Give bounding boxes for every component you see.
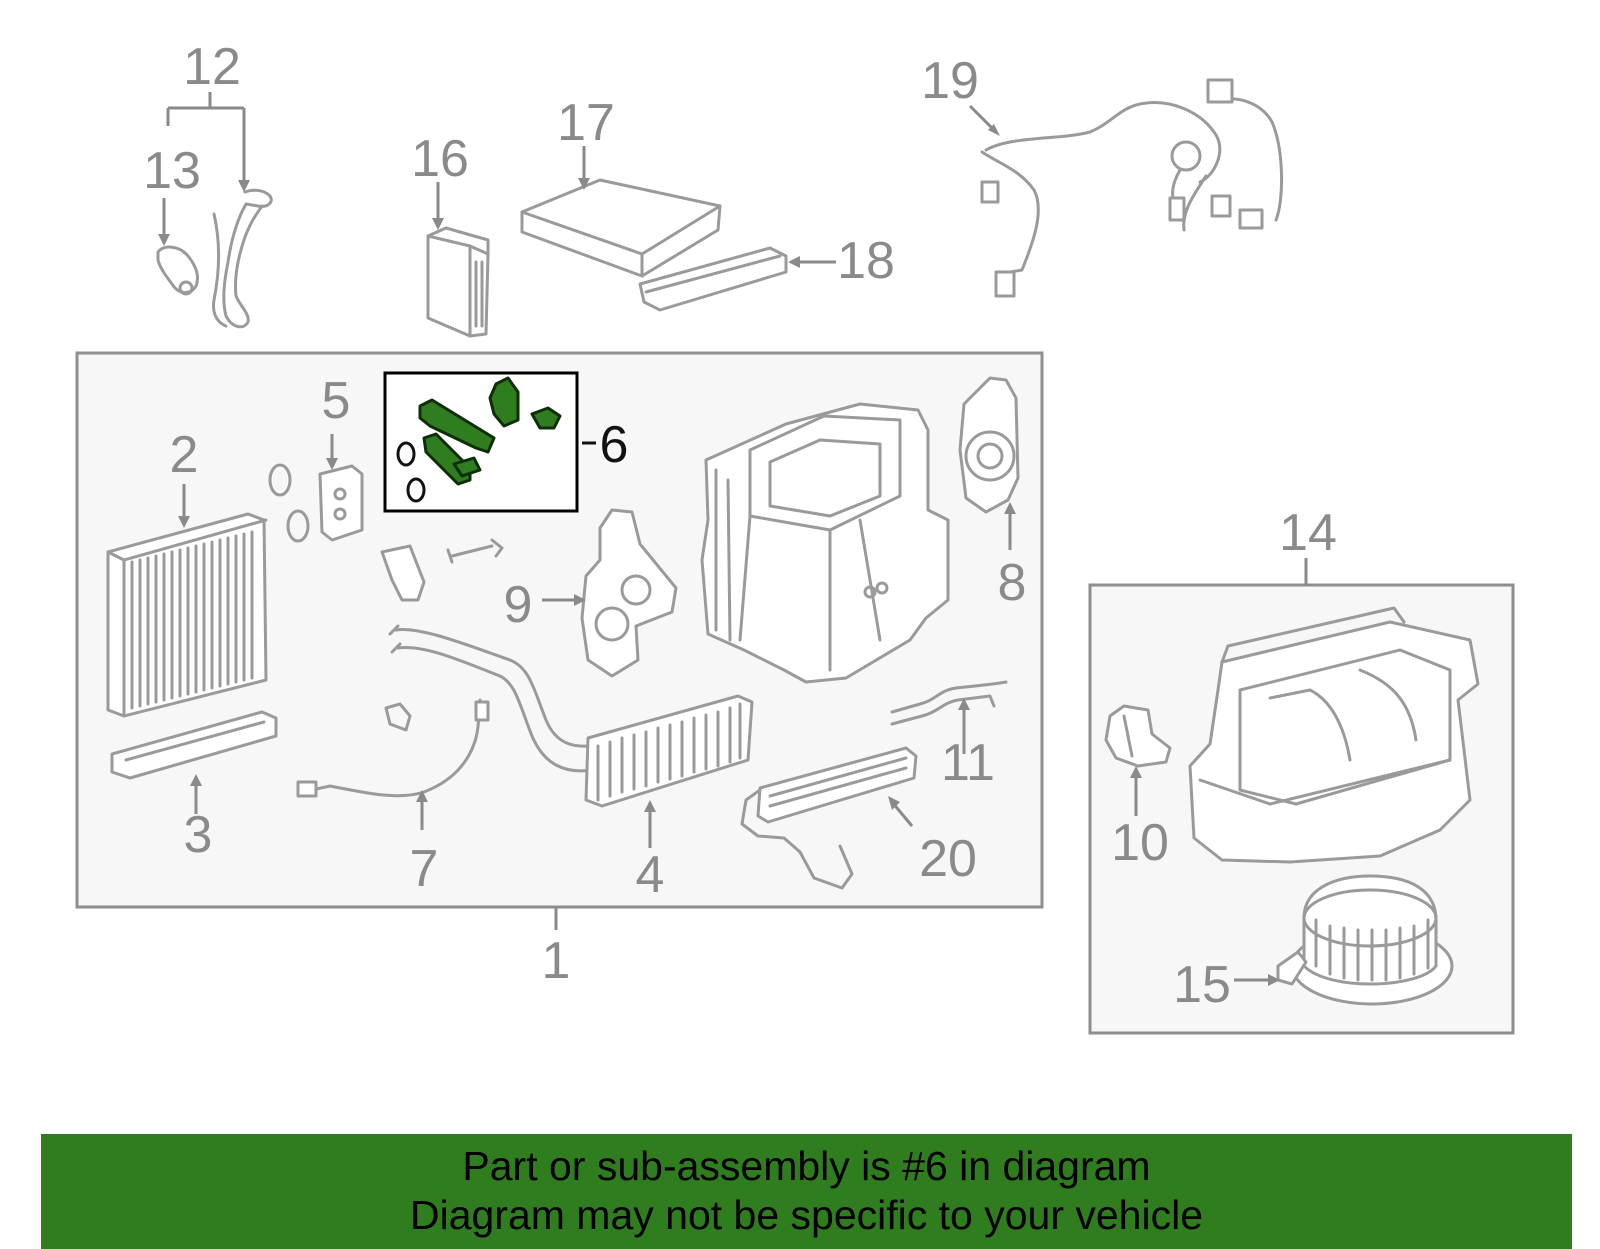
callout-16: 16 <box>411 130 469 188</box>
info-banner: Part or sub-assembly is #6 in diagram Di… <box>41 1134 1572 1249</box>
part-16-module[interactable] <box>426 226 490 338</box>
callout-15: 15 <box>1173 956 1231 1014</box>
callout-5: 5 <box>322 372 351 430</box>
leader-lines <box>158 92 1308 986</box>
callout-13: 13 <box>143 142 201 200</box>
part-12-hose[interactable] <box>212 188 273 329</box>
callout-14: 14 <box>1279 504 1337 562</box>
callout-6: 6 <box>600 416 629 474</box>
part-2-evaporator[interactable] <box>106 512 268 718</box>
part-18-cover[interactable] <box>638 246 788 312</box>
callout-18: 18 <box>837 232 895 290</box>
callout-1: 1 <box>542 932 571 990</box>
callout-3: 3 <box>184 806 213 864</box>
part-4-heater-core[interactable] <box>388 624 754 808</box>
clip-part[interactable] <box>380 544 426 602</box>
banner-line-2: Diagram may not be specific to your vehi… <box>409 1192 1203 1238</box>
part-5-expansion-valve[interactable] <box>318 464 364 542</box>
o-rings[interactable] <box>268 463 310 543</box>
bolt-part[interactable] <box>446 538 504 564</box>
part-17-filter[interactable] <box>520 178 722 278</box>
callout-17: 17 <box>557 94 615 152</box>
part-9-bracket[interactable] <box>580 508 678 678</box>
callout-19: 19 <box>921 52 979 110</box>
part-14-blower-housing[interactable] <box>1188 606 1480 864</box>
part-20-ptc-heater[interactable] <box>740 746 918 890</box>
callout-4: 4 <box>636 846 665 904</box>
part-15-blower-motor[interactable] <box>1276 874 1454 1006</box>
callout-12: 12 <box>183 38 241 96</box>
hvac-housing[interactable] <box>700 402 950 684</box>
part-8-cover[interactable] <box>958 376 1020 514</box>
parts-diagram: 1 2 3 4 5 6 7 8 9 10 11 12 13 14 15 16 1… <box>75 38 1515 1035</box>
callout-9: 9 <box>504 576 533 634</box>
callout-10: 10 <box>1111 814 1169 872</box>
callout-2: 2 <box>170 426 199 484</box>
part-13-valve[interactable] <box>156 245 200 296</box>
part-7-sensor-wire[interactable] <box>296 698 490 798</box>
banner-line-1: Part or sub-assembly is #6 in diagram <box>462 1143 1151 1189</box>
part-19-harness[interactable] <box>980 78 1284 298</box>
part-10-actuator[interactable] <box>1104 704 1172 768</box>
part-11-pipe[interactable] <box>890 680 1008 726</box>
callout-7: 7 <box>410 840 439 898</box>
part-6-highlight-box[interactable] <box>383 371 596 513</box>
part-3-case[interactable] <box>110 710 278 780</box>
callout-8: 8 <box>998 554 1027 612</box>
callout-20: 20 <box>919 830 977 888</box>
callout-11: 11 <box>941 734 995 792</box>
